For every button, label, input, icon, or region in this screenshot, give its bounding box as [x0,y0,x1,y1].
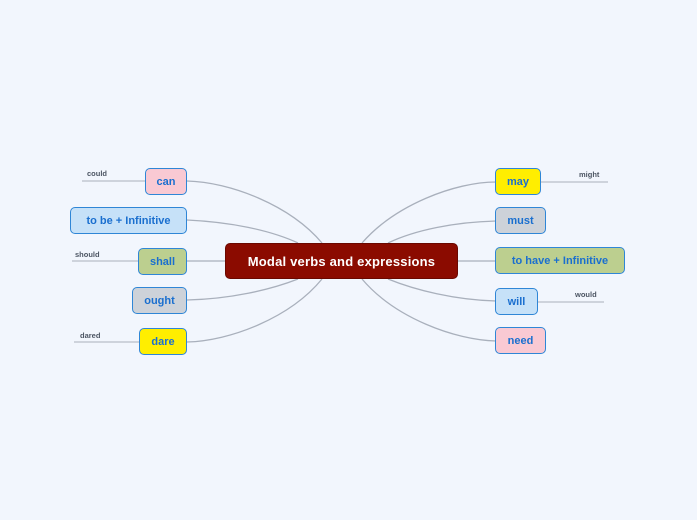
node-need[interactable]: need [495,327,546,354]
node-may[interactable]: may [495,168,541,195]
node-label: will [507,295,526,308]
node-label: must [507,214,534,227]
connector-dare [186,278,323,343]
connector-ought [186,278,299,301]
connector-may [361,181,497,244]
connector-to-be [186,219,299,244]
node-ought[interactable]: ought [132,287,187,314]
node-label: may [506,175,530,188]
node-label: can [156,175,176,188]
node-label: shall [149,255,176,268]
subtopic-should[interactable]: should [75,250,100,259]
node-label: dare [151,335,175,348]
node-dare[interactable]: dare [139,328,187,355]
node-must[interactable]: must [495,207,546,234]
node-shall[interactable]: shall [138,248,187,275]
node-label: ought [144,294,175,307]
subtopic-might[interactable]: might [579,170,600,179]
central-topic-label: Modal verbs and expressions [247,253,436,269]
node-can[interactable]: can [145,168,187,195]
subtopic-would[interactable]: would [575,290,597,299]
connector-can [186,180,323,244]
central-topic[interactable]: Modal verbs and expressions [225,243,458,279]
node-label: to have + Infinitive [511,254,609,267]
node-label: need [507,334,534,347]
connector-will [387,278,497,302]
connector-must [387,220,497,244]
connector-need [361,278,497,342]
node-label: to be + Infinitive [86,214,171,227]
node-to-be-infinitive[interactable]: to be + Infinitive [70,207,187,234]
node-will[interactable]: will [495,288,538,315]
node-to-have-infinitive[interactable]: to have + Infinitive [495,247,625,274]
subtopic-dared[interactable]: dared [80,331,101,340]
subtopic-could[interactable]: could [87,169,107,178]
